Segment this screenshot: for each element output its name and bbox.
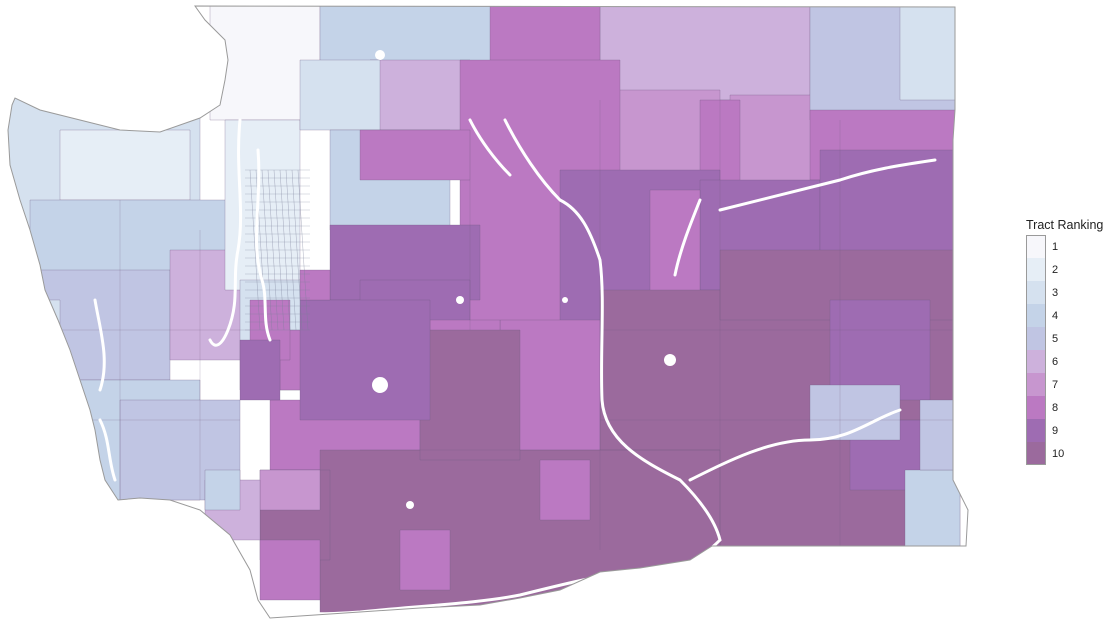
water-feature [208, 118, 243, 347]
census-tract-region [904, 469, 961, 551]
census-tract-region [919, 399, 961, 471]
legend-label: 8 [1052, 401, 1059, 414]
census-tract-region [899, 6, 961, 101]
legend-label: 4 [1052, 309, 1059, 322]
tract-boundaries [40, 100, 955, 550]
legend-item: 4 [1026, 304, 1120, 327]
water-feature [468, 118, 512, 177]
census-tract-region [59, 129, 191, 201]
map-svg [7, 5, 969, 619]
census-tract-region [359, 129, 471, 181]
census-tract-region [239, 339, 281, 401]
census-tract-region [419, 329, 521, 461]
legend-label: 9 [1052, 424, 1059, 437]
legend-label: 6 [1052, 355, 1059, 368]
census-tract-region [299, 59, 381, 131]
legend-item: 7 [1026, 373, 1120, 396]
legend-item: 10 [1026, 442, 1120, 465]
water-feature [273, 118, 722, 616]
census-tract-region [369, 59, 471, 131]
lake-feature [375, 50, 385, 60]
legend-label: 7 [1052, 378, 1059, 391]
lake-feature [372, 377, 388, 393]
legend-swatch [1026, 304, 1046, 327]
census-tract-region [539, 459, 591, 521]
census-tract-region [8, 299, 61, 471]
census-tract-region [399, 529, 451, 591]
water-feature [688, 408, 902, 482]
legend-item: 9 [1026, 419, 1120, 442]
legend-swatch [1026, 258, 1046, 281]
legend-swatch [1026, 235, 1046, 258]
census-tract-region [809, 384, 901, 441]
legend-title: Tract Ranking [1026, 218, 1104, 232]
water-feature [98, 418, 117, 482]
legend-item: 8 [1026, 396, 1120, 419]
lake-feature [406, 501, 414, 509]
legend-item: 3 [1026, 281, 1120, 304]
lake-feature [664, 354, 676, 366]
urban-tract-mesh [245, 169, 310, 331]
legend-swatch [1026, 281, 1046, 304]
legend-swatch [1026, 327, 1046, 350]
map-legend: Tract Ranking 1 2 3 4 5 6 7 8 9 10 [1026, 218, 1120, 465]
legend-label: 3 [1052, 286, 1059, 299]
census-tract-region [599, 6, 811, 101]
legend-label: 1 [1052, 240, 1059, 253]
water-feature [673, 198, 702, 277]
legend-label: 5 [1052, 332, 1059, 345]
legend-swatch [1026, 442, 1046, 465]
legend-item: 6 [1026, 350, 1120, 373]
legend-label: 2 [1052, 263, 1059, 276]
legend-label: 10 [1052, 447, 1065, 460]
lake-feature [562, 297, 568, 303]
census-tract-region [259, 469, 321, 511]
legend-swatch [1026, 350, 1046, 373]
census-tract-region [319, 6, 501, 71]
legend-item: 1 [1026, 235, 1120, 258]
lake-feature [456, 296, 464, 304]
census-tract-region [299, 299, 431, 421]
census-tract-region [649, 189, 701, 301]
census-tract-region [204, 469, 241, 511]
choropleth-map [7, 5, 969, 619]
legend-item: 5 [1026, 327, 1120, 350]
legend-swatch [1026, 373, 1046, 396]
legend-swatch [1026, 396, 1046, 419]
legend-swatch [1026, 419, 1046, 442]
legend-item: 2 [1026, 258, 1120, 281]
water-feature [718, 158, 937, 212]
census-tract-region [259, 539, 321, 601]
water-feature [255, 148, 272, 342]
water-feature [93, 298, 106, 392]
